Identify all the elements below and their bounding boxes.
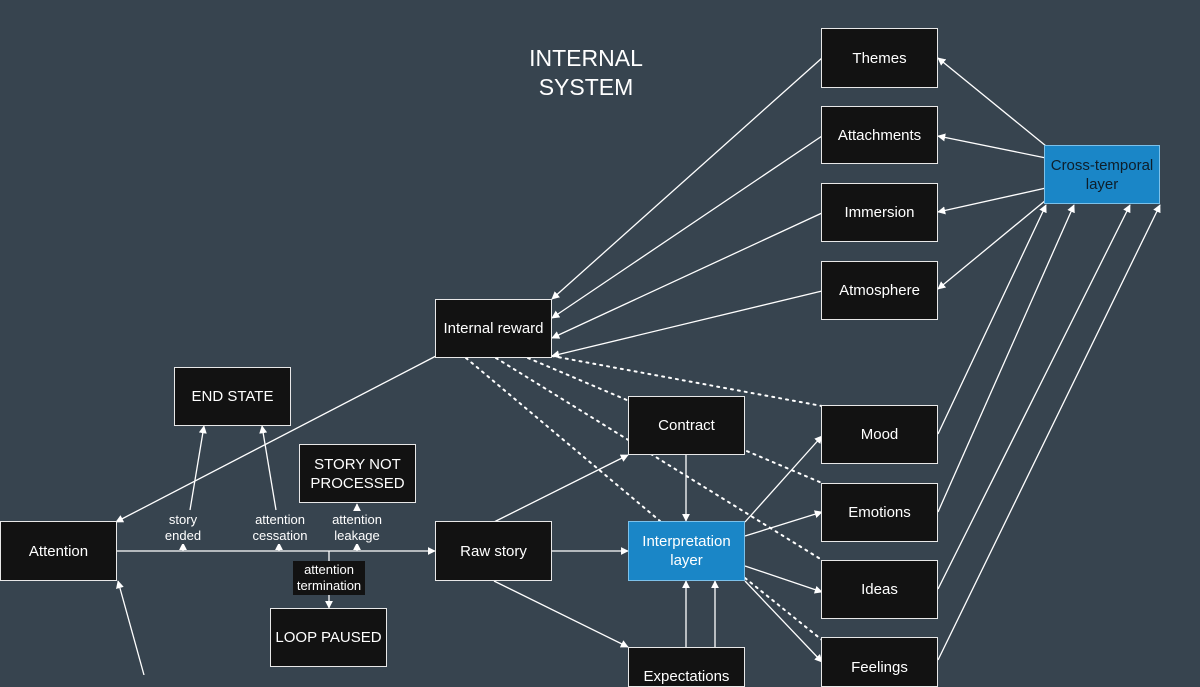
node-ideas[interactable]: Ideas bbox=[821, 560, 938, 619]
dotted-internal-reward-emotions bbox=[527, 357, 823, 484]
edge-cross-temporal-to-immersion bbox=[937, 187, 1047, 215]
node-themes[interactable]: Themes bbox=[821, 28, 938, 88]
edge-emotions-to-cross-temporal bbox=[937, 204, 1075, 513]
node-atmosphere[interactable]: Atmosphere bbox=[821, 261, 938, 320]
node-attachments[interactable]: Attachments bbox=[821, 106, 938, 164]
edge-immersion-to-internal-reward bbox=[551, 212, 823, 339]
edge-feelings-to-cross-temporal bbox=[937, 204, 1161, 661]
edge-mood-to-cross-temporal bbox=[937, 204, 1047, 435]
edge-attachments-to-internal-reward bbox=[551, 135, 823, 319]
node-expectations[interactable]: Expectations bbox=[628, 647, 745, 687]
edge-interpretation-to-mood bbox=[744, 435, 823, 523]
node-immersion[interactable]: Immersion bbox=[821, 183, 938, 242]
edge-cessation-to-end-state bbox=[259, 425, 277, 511]
edge-cross-temporal-to-attachments bbox=[937, 133, 1047, 159]
label-attention-termination: attention termination bbox=[293, 561, 365, 595]
edge-story-ended-to-end-state bbox=[189, 425, 207, 511]
node-end-state[interactable]: END STATE bbox=[174, 367, 291, 426]
dotted-internal-reward-interpretation bbox=[465, 357, 661, 522]
dotted-internal-reward-ideas bbox=[495, 357, 823, 561]
node-loop-paused[interactable]: LOOP PAUSED bbox=[270, 608, 387, 667]
label-story-ended: story ended bbox=[158, 512, 208, 544]
node-raw-story[interactable]: Raw story bbox=[435, 521, 552, 581]
node-interpretation-layer[interactable]: Interpretation layer bbox=[628, 521, 745, 581]
node-mood[interactable]: Mood bbox=[821, 405, 938, 464]
node-cross-temporal-layer[interactable]: Cross-temporal layer bbox=[1044, 145, 1160, 204]
edge-internal-reward-to-attention bbox=[115, 355, 437, 523]
edge-cross-temporal-to-atmosphere bbox=[937, 199, 1047, 290]
node-story-not-processed[interactable]: STORY NOT PROCESSED bbox=[299, 444, 416, 503]
edge-interpretation-to-ideas bbox=[744, 565, 823, 594]
edge-bottom-to-attention bbox=[116, 580, 145, 675]
edge-atmosphere-to-internal-reward bbox=[551, 290, 823, 359]
diagram-title: INTERNAL SYSTEM bbox=[529, 45, 643, 100]
edge-raw-story-to-expectations bbox=[493, 580, 629, 648]
node-contract[interactable]: Contract bbox=[628, 396, 745, 455]
edge-interpretation-to-emotions bbox=[744, 510, 823, 537]
edge-interpretation-to-feelings bbox=[744, 580, 823, 663]
dotted-interpretation-feelings bbox=[744, 577, 823, 641]
edge-raw-story-to-contract bbox=[493, 454, 629, 523]
label-attention-cessation: attention cessation bbox=[248, 512, 312, 544]
node-attention[interactable]: Attention bbox=[0, 521, 117, 581]
edge-ideas-to-cross-temporal bbox=[937, 204, 1131, 590]
node-emotions[interactable]: Emotions bbox=[821, 483, 938, 542]
label-attention-leakage: attention leakage bbox=[326, 512, 388, 544]
node-internal-reward[interactable]: Internal reward bbox=[435, 299, 552, 358]
node-feelings[interactable]: Feelings bbox=[821, 637, 938, 687]
edge-cross-temporal-to-themes bbox=[937, 57, 1047, 147]
edge-themes-to-internal-reward bbox=[551, 57, 823, 300]
